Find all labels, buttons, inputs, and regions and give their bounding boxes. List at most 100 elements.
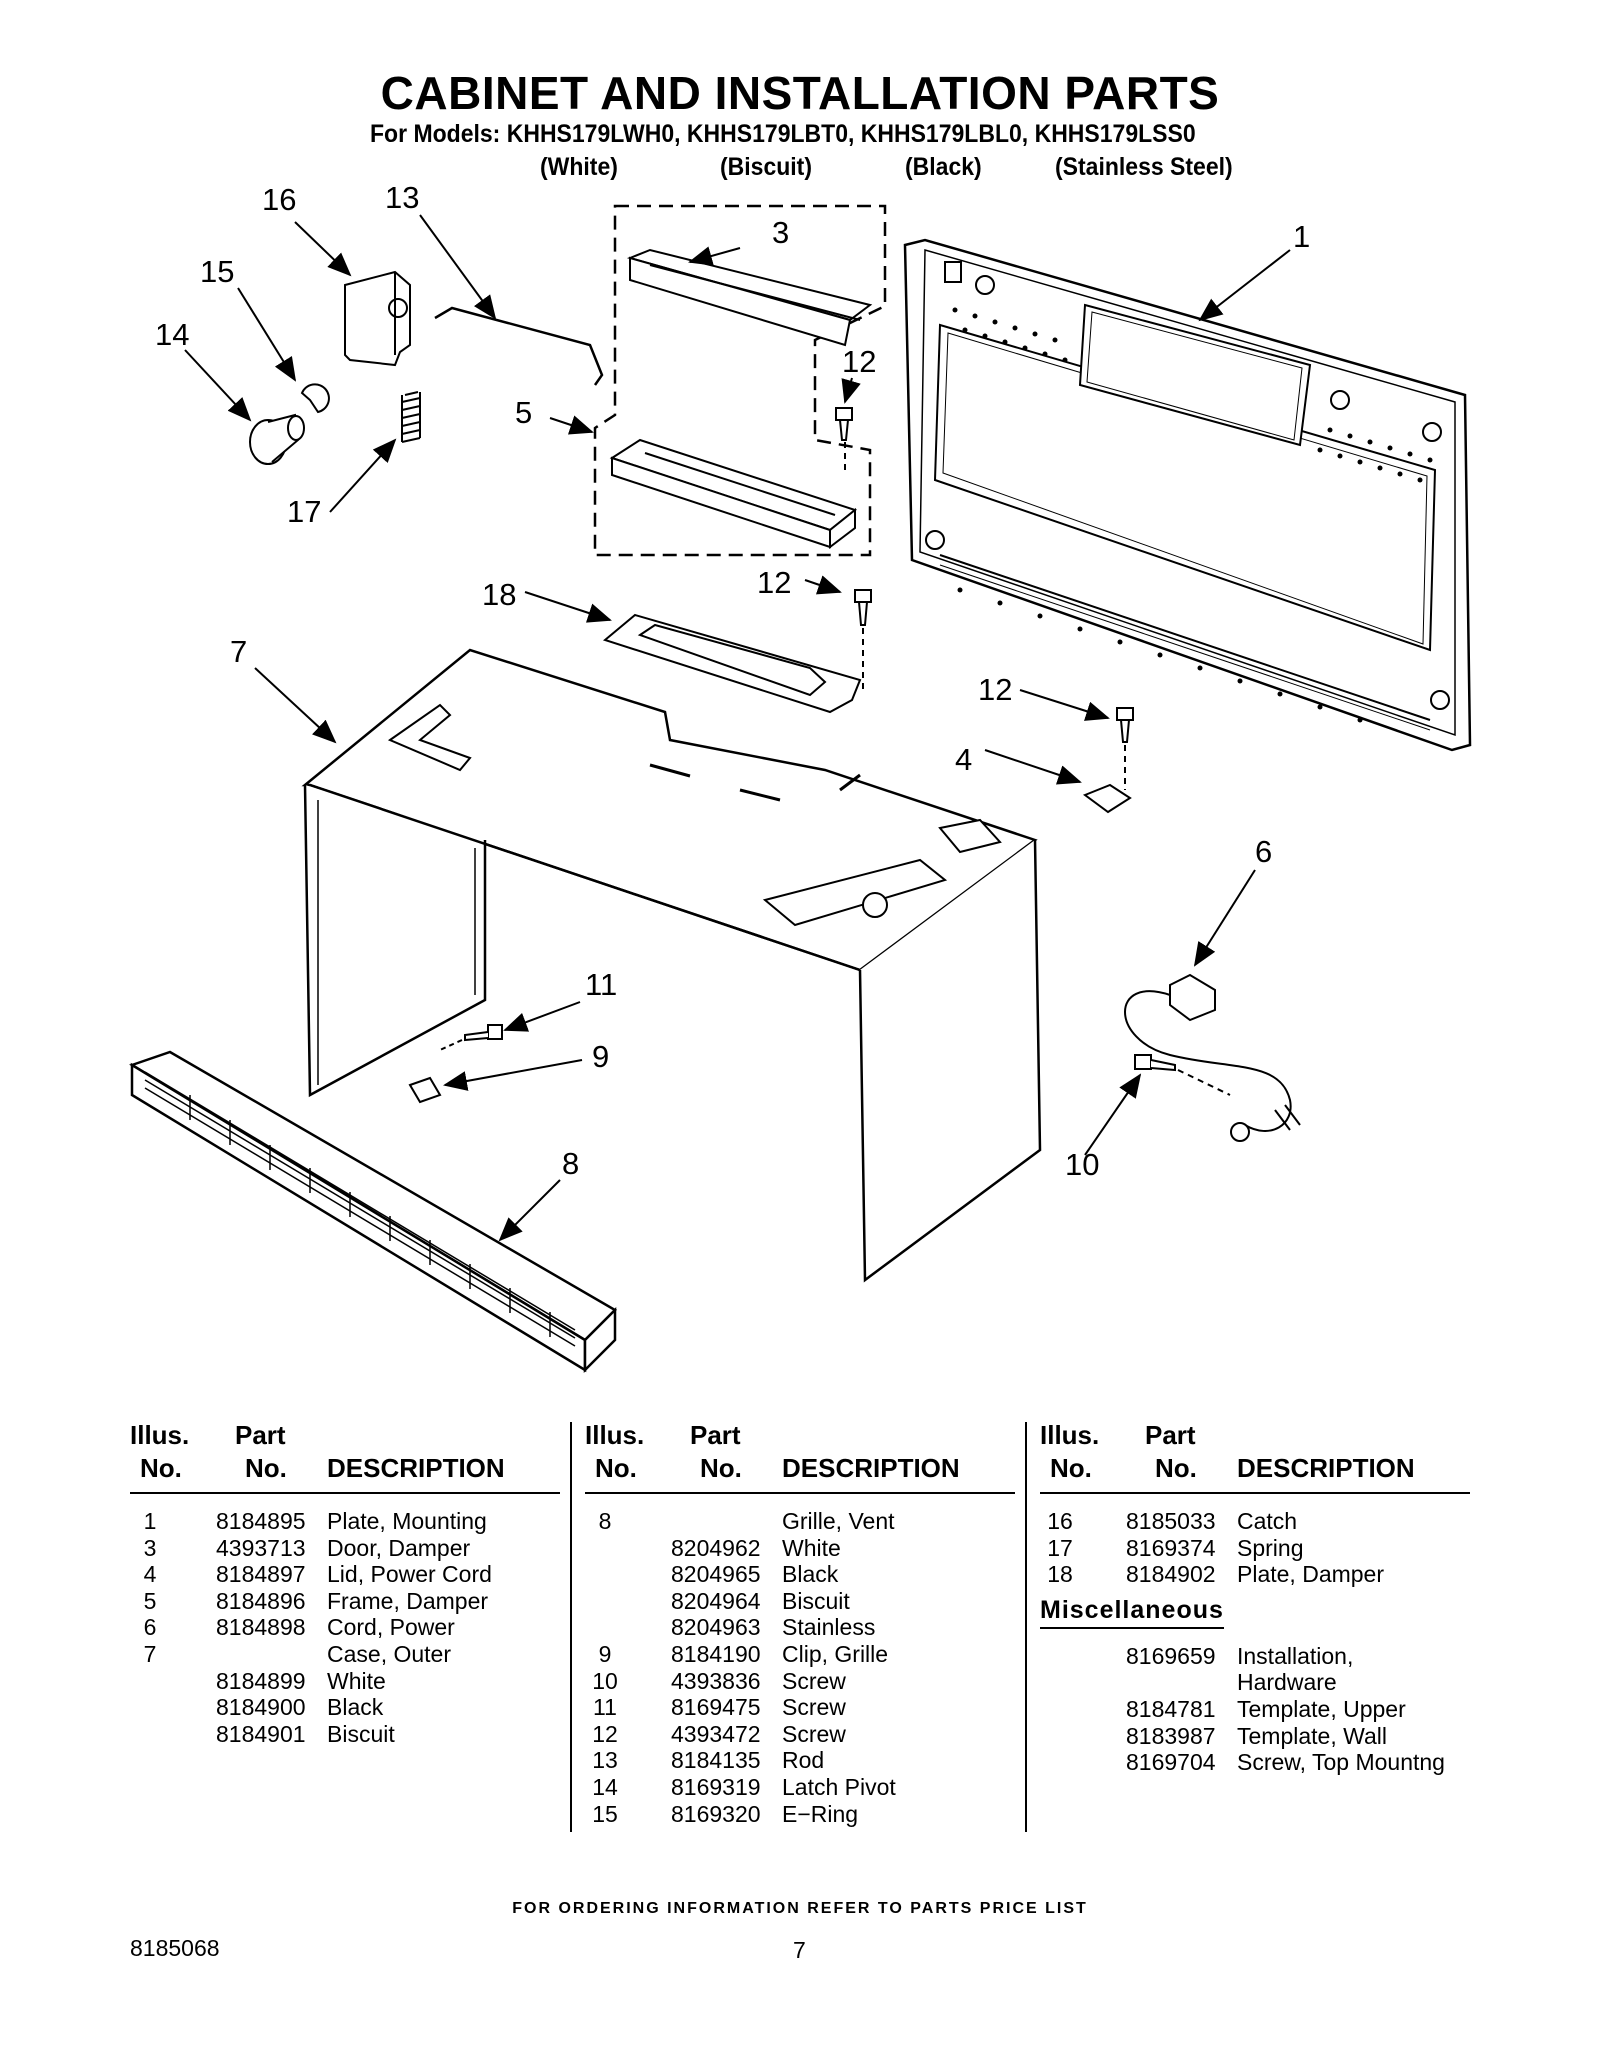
table-row: 8 Grille, Vent bbox=[585, 1508, 1015, 1535]
part-no-cell: 4393472 bbox=[671, 1720, 761, 1747]
description-cell: Clip, Grille bbox=[782, 1640, 889, 1667]
table-row: 15 8169320 E−Ring bbox=[585, 1801, 1015, 1828]
illus-no-cell: 4 bbox=[143, 1561, 157, 1588]
part-no-cell: 8184895 bbox=[216, 1508, 306, 1534]
mounting-plate-illustration bbox=[903, 238, 1472, 752]
part-no-cell: 8169320 bbox=[671, 1800, 761, 1827]
description-cell: Template, Wall bbox=[1237, 1722, 1387, 1749]
table-header: Illus. No. Part No. DESCRIPTION bbox=[130, 1420, 560, 1494]
variant-white: (White) bbox=[540, 153, 618, 181]
screw-10-illustration bbox=[1134, 1054, 1176, 1072]
grille-clip-illustration bbox=[408, 1076, 442, 1104]
callout-12-middle: 12 bbox=[757, 565, 791, 600]
column-divider bbox=[1025, 1422, 1027, 1832]
illus-no-cell: 17 bbox=[1047, 1534, 1073, 1561]
callout-1: 1 bbox=[1293, 219, 1310, 254]
description-cell: Biscuit bbox=[327, 1720, 395, 1747]
part-no-cell: 4393836 bbox=[671, 1667, 761, 1694]
description-cell: Cord, Power bbox=[327, 1614, 455, 1641]
variant-black: (Black) bbox=[905, 153, 982, 181]
header-part: Part bbox=[1145, 1420, 1196, 1450]
ordering-footer: FOR ORDERING INFORMATION REFER TO PARTS … bbox=[512, 1900, 1088, 1917]
variant-biscuit: (Biscuit) bbox=[720, 153, 812, 181]
description-cell: White bbox=[327, 1667, 386, 1694]
damper-assembly-outline bbox=[593, 204, 887, 557]
description-cell: Rod bbox=[782, 1747, 825, 1774]
screw-11-illustration bbox=[464, 1024, 503, 1042]
header-part: Part bbox=[235, 1420, 286, 1450]
rod-illustration bbox=[434, 306, 604, 386]
part-no-cell: 4393713 bbox=[216, 1534, 306, 1561]
part-no-cell: 8184902 bbox=[1126, 1561, 1216, 1588]
illus-no-cell: 3 bbox=[143, 1534, 157, 1561]
header-part-no: No. bbox=[245, 1453, 287, 1483]
variant-stainless: (Stainless Steel) bbox=[1055, 153, 1233, 181]
header-illus-no: No. bbox=[1050, 1453, 1092, 1483]
part-no-cell: 8204963 bbox=[671, 1614, 761, 1641]
document-number: 8185068 bbox=[130, 1935, 220, 1961]
description-cell: Grille, Vent bbox=[782, 1508, 895, 1534]
illus-no-cell: 1 bbox=[143, 1508, 157, 1534]
header-illus-no: No. bbox=[140, 1453, 182, 1483]
part-no-cell: 8204964 bbox=[671, 1587, 761, 1614]
table-row: Hardware bbox=[1040, 1669, 1470, 1696]
miscellaneous-heading: Miscellaneous bbox=[1040, 1596, 1224, 1629]
illus-no-cell: 14 bbox=[592, 1773, 618, 1800]
description-cell: Catch bbox=[1237, 1508, 1298, 1534]
table-header: Illus. No. Part No. DESCRIPTION bbox=[1040, 1420, 1470, 1494]
part-no-cell: 8169704 bbox=[1126, 1749, 1216, 1776]
table-row: 6 8184898 Cord, Power bbox=[130, 1614, 560, 1641]
description-cell: Door, Damper bbox=[327, 1534, 471, 1561]
description-cell: Latch Pivot bbox=[782, 1773, 896, 1800]
damper-plate-illustration bbox=[602, 613, 862, 714]
illus-no-cell: 9 bbox=[598, 1640, 612, 1667]
description-cell: Lid, Power Cord bbox=[327, 1561, 492, 1588]
header-illus-no: No. bbox=[595, 1453, 637, 1483]
illus-no-cell: 6 bbox=[143, 1614, 157, 1641]
header-description: DESCRIPTION bbox=[782, 1453, 960, 1483]
description-cell: Black bbox=[782, 1561, 839, 1588]
header-illus: Illus. bbox=[130, 1420, 190, 1450]
damper-frame-illustration bbox=[609, 438, 858, 550]
callout-12-top: 12 bbox=[842, 344, 876, 379]
header-illus: Illus. bbox=[1040, 1420, 1100, 1450]
spring-illustration bbox=[401, 391, 421, 443]
description-cell: Installation, bbox=[1237, 1642, 1354, 1669]
power-cord-illustration bbox=[1124, 973, 1301, 1142]
catch-illustration bbox=[344, 270, 411, 367]
description-cell: E−Ring bbox=[782, 1800, 859, 1827]
callout-5: 5 bbox=[515, 395, 532, 430]
description-cell: Case, Outer bbox=[327, 1640, 451, 1667]
part-no-cell: 8184901 bbox=[216, 1720, 306, 1747]
callout-11: 11 bbox=[585, 967, 617, 1002]
illus-no-cell: 8 bbox=[598, 1508, 612, 1534]
callout-18: 18 bbox=[482, 577, 516, 612]
description-cell: Hardware bbox=[1237, 1669, 1337, 1696]
damper-door-illustration bbox=[626, 248, 873, 347]
callout-13: 13 bbox=[385, 180, 419, 215]
callout-8: 8 bbox=[562, 1146, 579, 1181]
callout-15: 15 bbox=[200, 254, 234, 289]
part-no-cell: 8169475 bbox=[671, 1694, 761, 1721]
illus-no-cell: 18 bbox=[1047, 1561, 1073, 1588]
illus-no-cell: 15 bbox=[592, 1800, 618, 1827]
description-cell: Template, Upper bbox=[1237, 1695, 1406, 1722]
part-no-cell: 8184898 bbox=[216, 1614, 306, 1641]
outer-case-illustration bbox=[301, 648, 1042, 1283]
